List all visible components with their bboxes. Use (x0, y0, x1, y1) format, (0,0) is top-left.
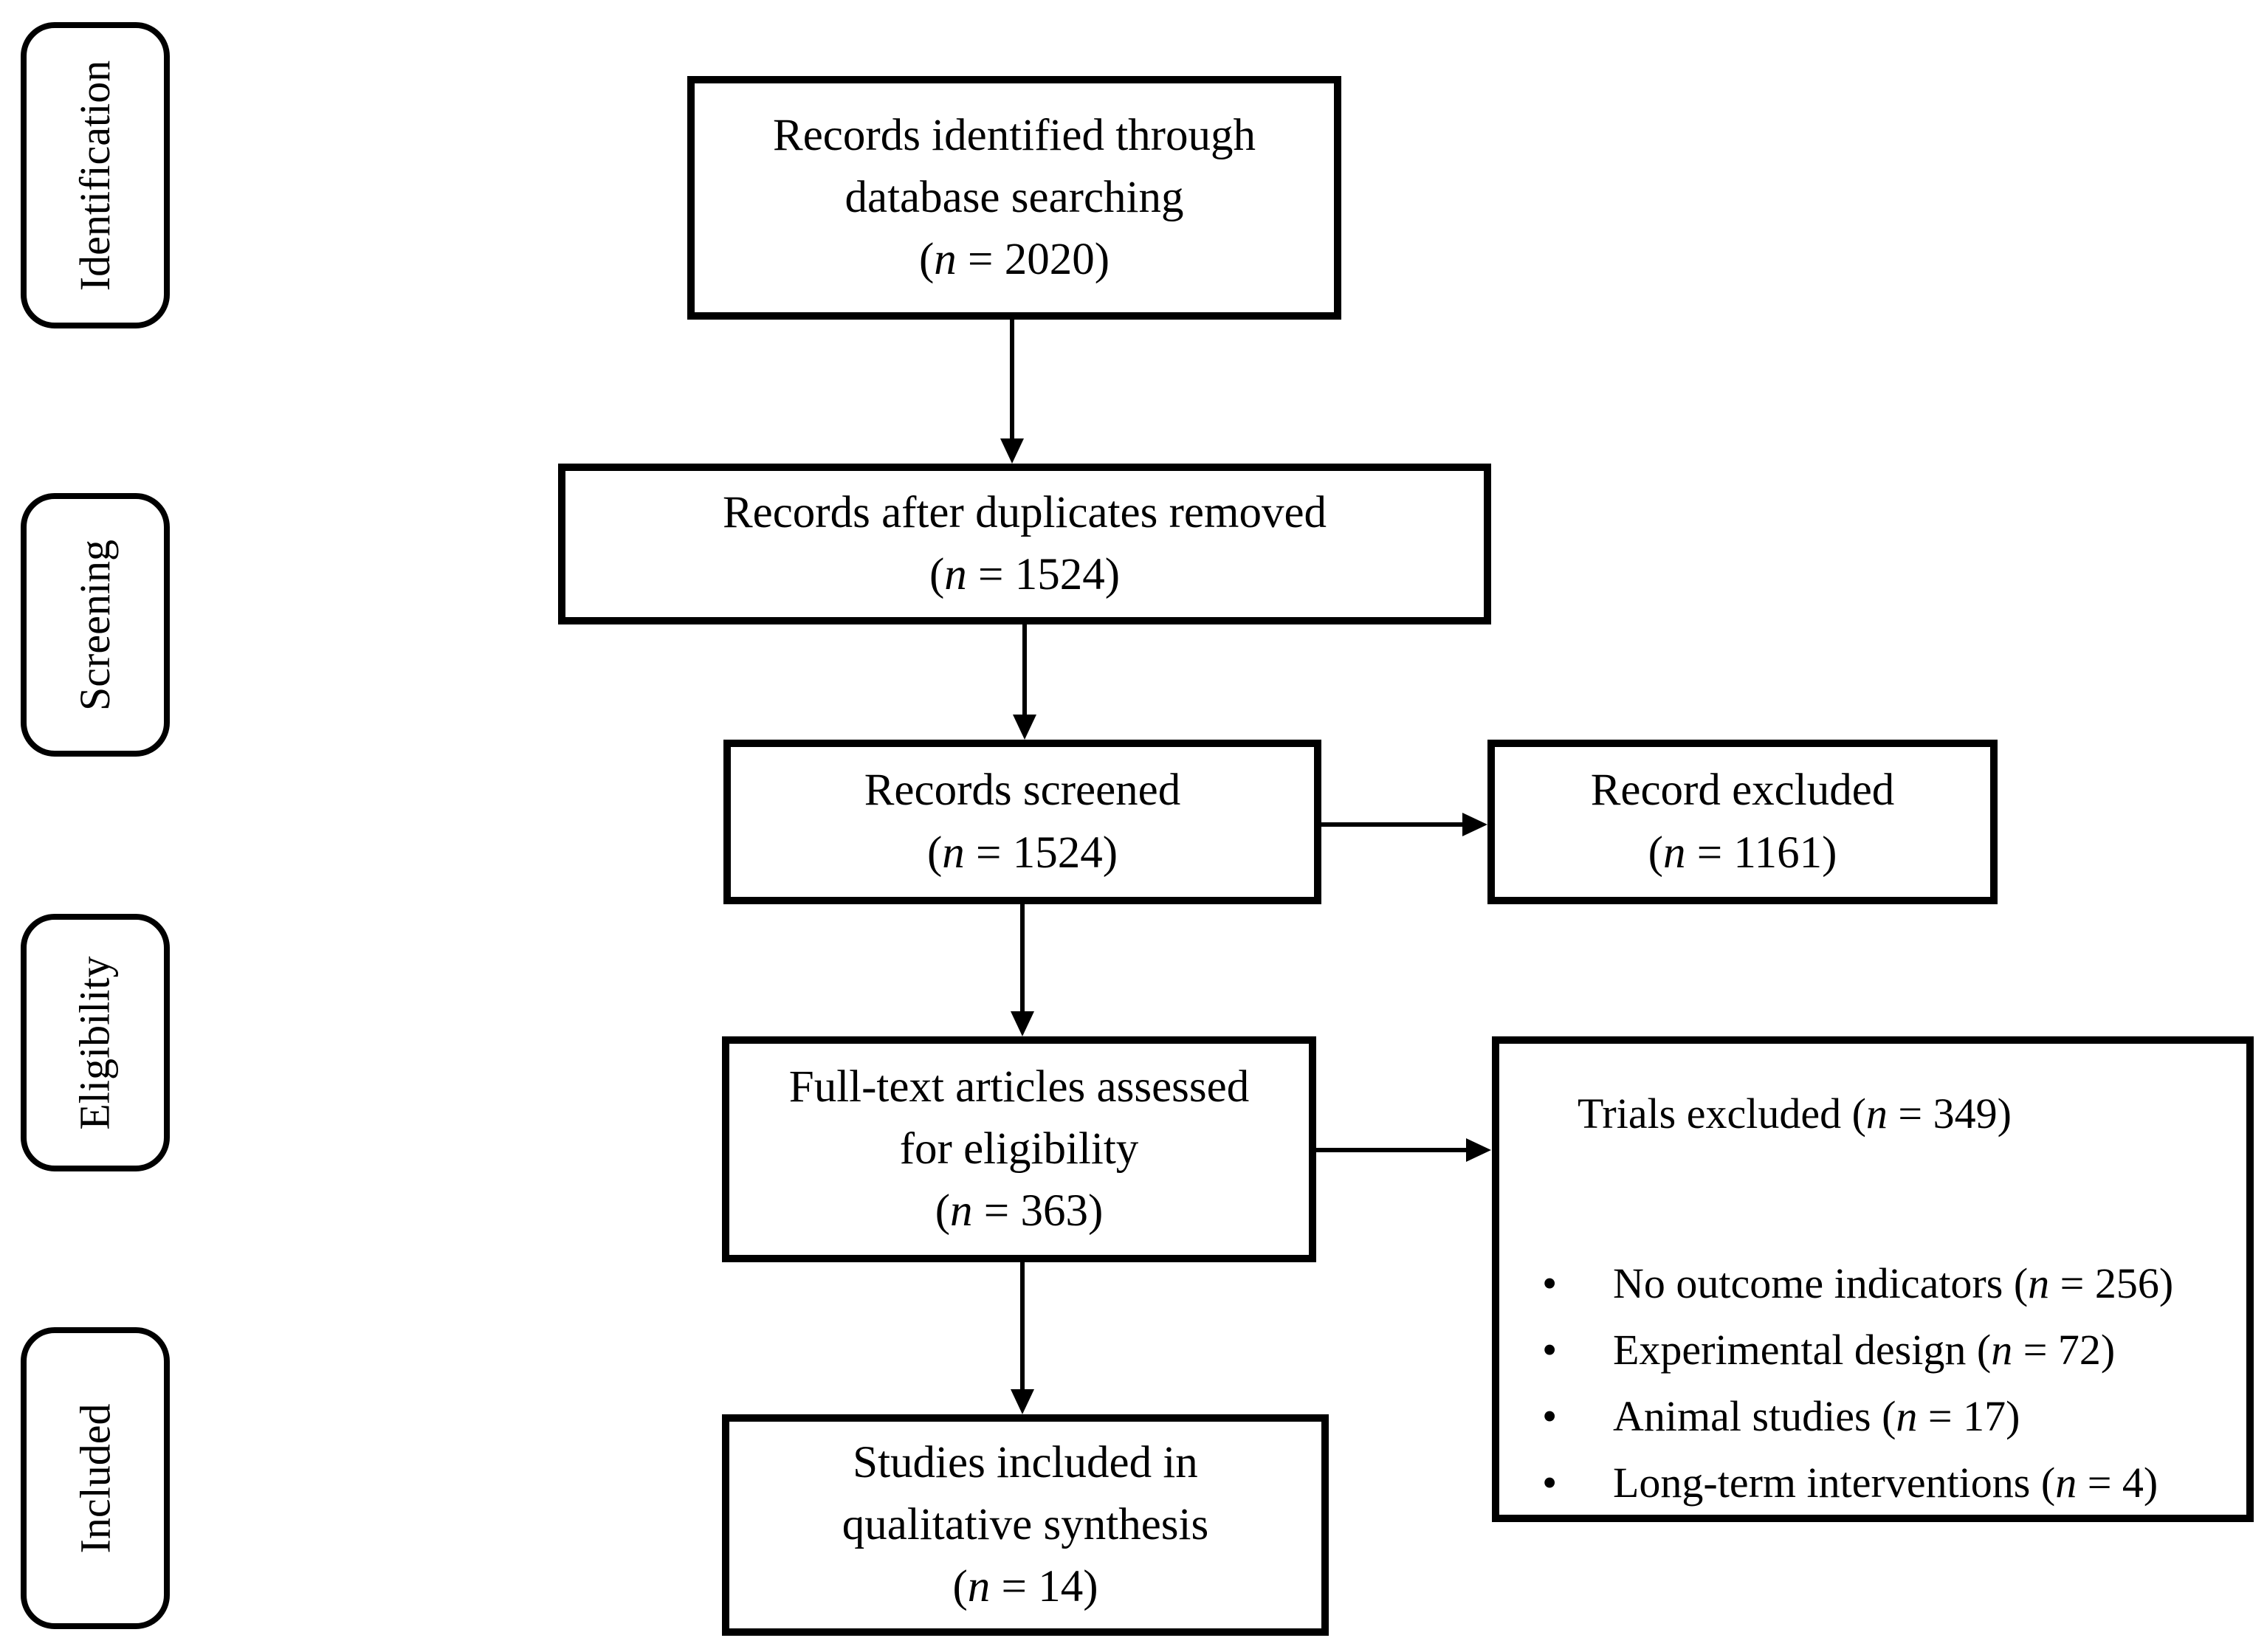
n-variable: n (2055, 1459, 2077, 1507)
count-text: = 363) (972, 1186, 1104, 1236)
count-text: ( (935, 1186, 951, 1236)
box-studies-included: Studies included in qualitative synthesi… (722, 1414, 1329, 1636)
arrow-identified-to-deduplicated (1010, 320, 1014, 440)
n-variable: n (2028, 1259, 2050, 1308)
count-text: = 72) (2012, 1326, 2116, 1374)
n-variable: n (1865, 1090, 1888, 1138)
box-records-deduplicated: Records after duplicates removed (n = 15… (558, 464, 1491, 624)
arrow-fulltext-to-trials-excluded (1316, 1148, 1468, 1152)
exclusion-reason-item: • Experimental design (n = 72) (1542, 1321, 2115, 1380)
n-variable: n (1896, 1392, 1918, 1441)
arrow-down-head-icon (1011, 1389, 1034, 1414)
count-text: = 1524) (966, 550, 1121, 599)
arrow-down-head-icon (1000, 438, 1024, 464)
arrow-screened-to-excluded (1321, 822, 1464, 827)
count-text: = 1524) (964, 827, 1118, 878)
box-text-line: Studies included in (853, 1437, 1198, 1487)
exclusion-reason-text: Animal studies (n = 17) (1613, 1387, 2020, 1446)
box-text-line: Records screened (864, 765, 1181, 816)
stage-included: Included (21, 1327, 170, 1629)
count-text: Long-term interventions ( (1613, 1459, 2056, 1507)
count-text: = 1161) (1685, 827, 1837, 878)
count-text: ( (1648, 827, 1663, 878)
arrow-screened-to-fulltext (1020, 904, 1025, 1013)
count-text: ( (918, 235, 935, 285)
sample-size: (n = 2020) (919, 229, 1110, 291)
count-text: Experimental design ( (1613, 1326, 1992, 1374)
box-text-line: for eligibility (899, 1123, 1139, 1174)
n-variable: n (934, 235, 957, 285)
count-text: ( (929, 550, 945, 599)
exclusion-reason-text: No outcome indicators (n = 256) (1613, 1254, 2173, 1313)
stage-screening: Screening (21, 493, 170, 757)
arrow-right-head-icon (1462, 813, 1487, 836)
count-text: No outcome indicators ( (1613, 1259, 2029, 1308)
box-records-screened: Records screened (n = 1524) (723, 740, 1321, 904)
count-text: = 4) (2077, 1459, 2158, 1507)
n-variable: n (944, 550, 967, 599)
count-text: = 256) (2049, 1259, 2174, 1308)
stage-eligibility: Eligibility (21, 914, 170, 1171)
box-text-line: Records identified through (773, 110, 1256, 160)
box-text-line: Record excluded (1590, 765, 1895, 816)
n-variable: n (942, 827, 965, 878)
box-text-line: qualitative synthesis (842, 1499, 1209, 1549)
sample-size: (n = 363) (935, 1180, 1104, 1242)
exclusion-reason-item: • No outcome indicators (n = 256) (1542, 1254, 2173, 1313)
count-text: = 14) (990, 1562, 1098, 1612)
box-text-line: Records after duplicates removed (722, 487, 1327, 537)
sample-size: (n = 1524) (929, 544, 1120, 606)
arrow-down-head-icon (1013, 715, 1036, 740)
count-text: = 2020) (956, 235, 1110, 285)
stage-label-included: Included (71, 1403, 120, 1553)
arrow-fulltext-to-included (1020, 1262, 1025, 1391)
stage-label-screening: Screening (71, 539, 120, 711)
count-text: Trials excluded ( (1578, 1090, 1866, 1138)
sample-size: (n = 14) (952, 1556, 1098, 1618)
arrow-deduplicated-to-screened (1022, 624, 1027, 716)
exclusion-reason-text: Long-term interventions (n = 4) (1613, 1453, 2158, 1512)
box-text-line: Full-text articles assessed (788, 1061, 1250, 1112)
count-text: Animal studies ( (1613, 1392, 1896, 1441)
arrow-right-head-icon (1466, 1138, 1491, 1162)
box-fulltext-assessed: Full-text articles assessed for eligibil… (722, 1036, 1316, 1262)
box-record-excluded: Record excluded (n = 1161) (1487, 740, 1998, 904)
box-text-line: database searching (844, 172, 1184, 222)
exclusion-reason-text: Experimental design (n = 72) (1613, 1321, 2115, 1380)
bullet-icon: • (1542, 1259, 1558, 1308)
exclusion-reason-item: • Long-term interventions (n = 4) (1542, 1453, 2158, 1512)
box-trials-excluded: Trials excluded (n = 349) • No outcome i… (1492, 1036, 2254, 1522)
bullet-icon: • (1542, 1392, 1558, 1441)
n-variable: n (1991, 1326, 2013, 1374)
n-variable: n (950, 1186, 973, 1236)
stage-label-identification: Identification (71, 60, 119, 291)
sample-size: (n = 1161) (1648, 822, 1837, 884)
bullet-icon: • (1542, 1459, 1558, 1507)
count-text: = 349) (1887, 1090, 2012, 1138)
exclusion-reason-item: • Animal studies (n = 17) (1542, 1387, 2020, 1446)
count-text: ( (926, 827, 943, 878)
stage-label-eligibility: Eligibility (71, 955, 120, 1130)
arrow-down-head-icon (1011, 1011, 1034, 1036)
trials-excluded-title: Trials excluded (n = 349) (1578, 1084, 2012, 1143)
count-text: ( (952, 1562, 968, 1612)
n-variable: n (967, 1562, 991, 1612)
box-records-identified: Records identified through database sear… (687, 76, 1341, 320)
count-text: = 17) (1917, 1392, 2020, 1441)
n-variable: n (1662, 827, 1686, 878)
stage-identification: Identification (21, 22, 170, 328)
sample-size: (n = 1524) (927, 822, 1118, 884)
bullet-icon: • (1542, 1326, 1558, 1374)
